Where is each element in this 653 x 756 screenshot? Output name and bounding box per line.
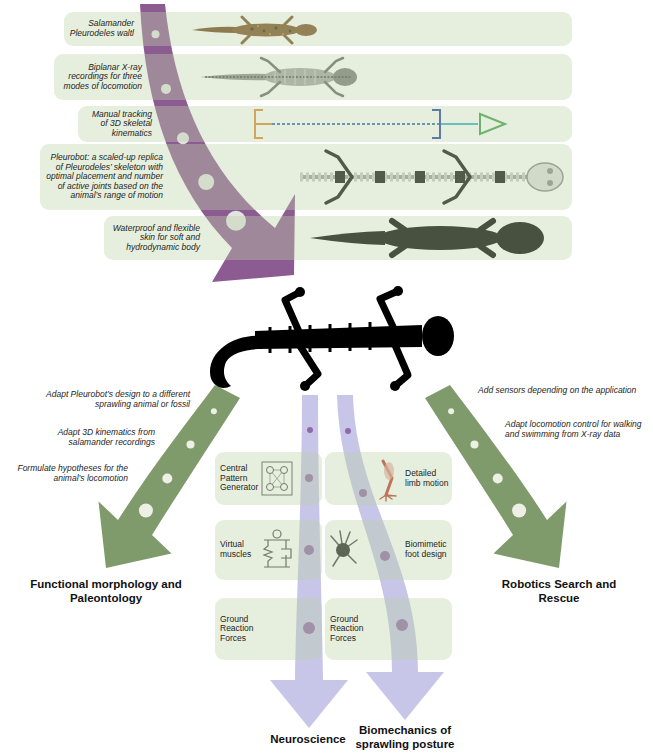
band-text: Waterproof and flexible skin for soft an… bbox=[110, 224, 200, 253]
application-arrow bbox=[471, 441, 479, 449]
band-text: Ground Reaction Forces bbox=[220, 615, 266, 644]
robot-silhouette bbox=[285, 291, 408, 386]
step-note: Adapt locomotion control for walking and… bbox=[505, 420, 648, 440]
band-text: Central Pattern Generator bbox=[220, 464, 262, 493]
application-arrow bbox=[187, 441, 195, 449]
band-text: Virtual muscles bbox=[220, 540, 262, 559]
application-arrow bbox=[493, 474, 503, 484]
field-title: Robotics Search and Rescue bbox=[484, 578, 634, 606]
band-text: Detailed limb motion bbox=[405, 469, 450, 488]
application-arrow bbox=[162, 474, 172, 484]
robot-silhouette bbox=[210, 286, 454, 391]
band-text: Pleurobot: a scaled-up replica of Pleuro… bbox=[45, 153, 163, 201]
step-band: Manual tracking of 3D skeletal kinematic… bbox=[78, 106, 572, 142]
topic-band: Ground Reaction Forces bbox=[325, 598, 452, 660]
step-note: Add sensors depending on the application bbox=[478, 386, 643, 396]
robot-silhouette bbox=[390, 381, 400, 391]
robot-silhouette bbox=[422, 316, 454, 356]
application-arrow bbox=[211, 408, 217, 414]
step-band: Pleurobot: a scaled-up replica of Pleuro… bbox=[40, 144, 572, 210]
robot-silhouette bbox=[295, 287, 305, 297]
topic-band: Detailed limb motion bbox=[325, 452, 452, 505]
step-note: Formulate hypotheses for the animal’s lo… bbox=[12, 464, 128, 484]
topic-band: Central Pattern Generator bbox=[215, 452, 322, 505]
field-title: Neuroscience bbox=[263, 733, 353, 747]
step-band: Waterproof and flexible skin for soft an… bbox=[104, 216, 572, 260]
topic-band: Ground Reaction Forces bbox=[215, 598, 322, 660]
robot-silhouette bbox=[393, 286, 403, 296]
research-arrow bbox=[307, 427, 313, 433]
step-note: Adapt Pleurobot’s design to a different … bbox=[20, 390, 190, 410]
band-text: Ground Reaction Forces bbox=[330, 615, 382, 644]
robot-silhouette bbox=[300, 381, 310, 391]
application-arrow bbox=[139, 504, 153, 518]
step-band: Biplanar X-ray recordings for three mode… bbox=[54, 54, 572, 100]
field-title: Biomechanics of sprawling posture bbox=[340, 724, 470, 752]
band-text: Manual tracking of 3D skeletal kinematic… bbox=[84, 110, 152, 139]
application-arrow bbox=[512, 504, 526, 518]
application-arrow bbox=[448, 408, 454, 414]
application-arrow bbox=[139, 408, 217, 517]
robot-silhouette bbox=[210, 336, 262, 388]
robot-silhouette bbox=[270, 322, 370, 353]
band-text: Biplanar X-ray recordings for three mode… bbox=[60, 63, 142, 92]
step-note: Adapt 3D kinematics from salamander reco… bbox=[30, 428, 155, 448]
topic-band: Virtual muscles bbox=[215, 520, 322, 580]
band-text: Biomimetic foot design bbox=[405, 540, 450, 559]
step-band: Salamander Pleurodeles waltl bbox=[64, 12, 572, 46]
band-text: Salamander Pleurodeles waltl bbox=[68, 19, 134, 38]
field-title: Functional morphology and Paleontology bbox=[8, 578, 204, 606]
topic-band: Biomimetic foot design bbox=[325, 520, 452, 580]
research-arrow bbox=[345, 428, 351, 434]
